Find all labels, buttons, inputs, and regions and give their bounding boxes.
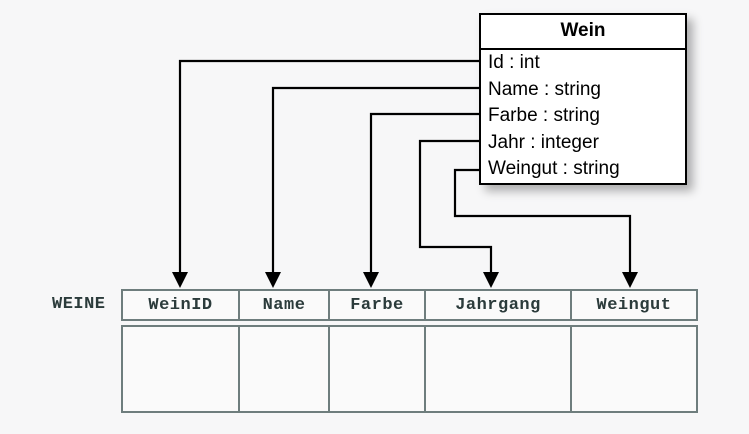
- arrowhead-jahrgang: [483, 272, 499, 288]
- table-cell-name: [240, 327, 330, 411]
- connector-name-to-name: [271, 86, 479, 276]
- arrowhead-weingut: [622, 272, 638, 288]
- uml-attribute-farbe: Farbe : string: [488, 105, 600, 127]
- table-cell-weingut: [572, 327, 696, 411]
- uml-attribute-weingut: Weingut : string: [488, 158, 620, 180]
- relational-table-header-row: WeinID Name Farbe Jahrgang Weingut: [121, 289, 698, 321]
- column-header-weingut: Weingut: [596, 295, 672, 315]
- uml-attribute-id: Id : int: [488, 52, 540, 73]
- connector-weingut-to-weingut: [453, 168, 632, 276]
- arrowhead-farbe: [363, 272, 379, 288]
- relational-table-name: WEINE: [52, 295, 106, 314]
- uml-attribute-name: Name : string: [488, 78, 601, 100]
- arrowhead-weinid: [172, 272, 188, 288]
- column-header-farbe: Farbe: [330, 291, 426, 319]
- uml-attribute-jahr: Jahr : integer: [488, 131, 599, 153]
- uml-class-name: Wein: [481, 15, 685, 50]
- arrowhead-name: [265, 272, 281, 288]
- column-header-jahrgang: Jahrgang: [426, 291, 572, 319]
- uml-class-box: Wein Id : int Name : string Farbe : stri…: [479, 13, 687, 185]
- column-header-name: Name: [240, 291, 330, 319]
- table-cell-farbe: [330, 327, 426, 411]
- table-cell-jahrgang: [426, 327, 572, 411]
- table-cell-weinid: [123, 327, 240, 411]
- uml-attribute-list: Id : int Name : string Farbe : string Ja…: [481, 50, 685, 183]
- connector-id-to-weinid: [178, 59, 479, 276]
- connector-farbe-to-farbe: [369, 112, 479, 276]
- relational-table-body-row: [121, 325, 698, 413]
- column-header-weinid: WeinID: [123, 291, 240, 319]
